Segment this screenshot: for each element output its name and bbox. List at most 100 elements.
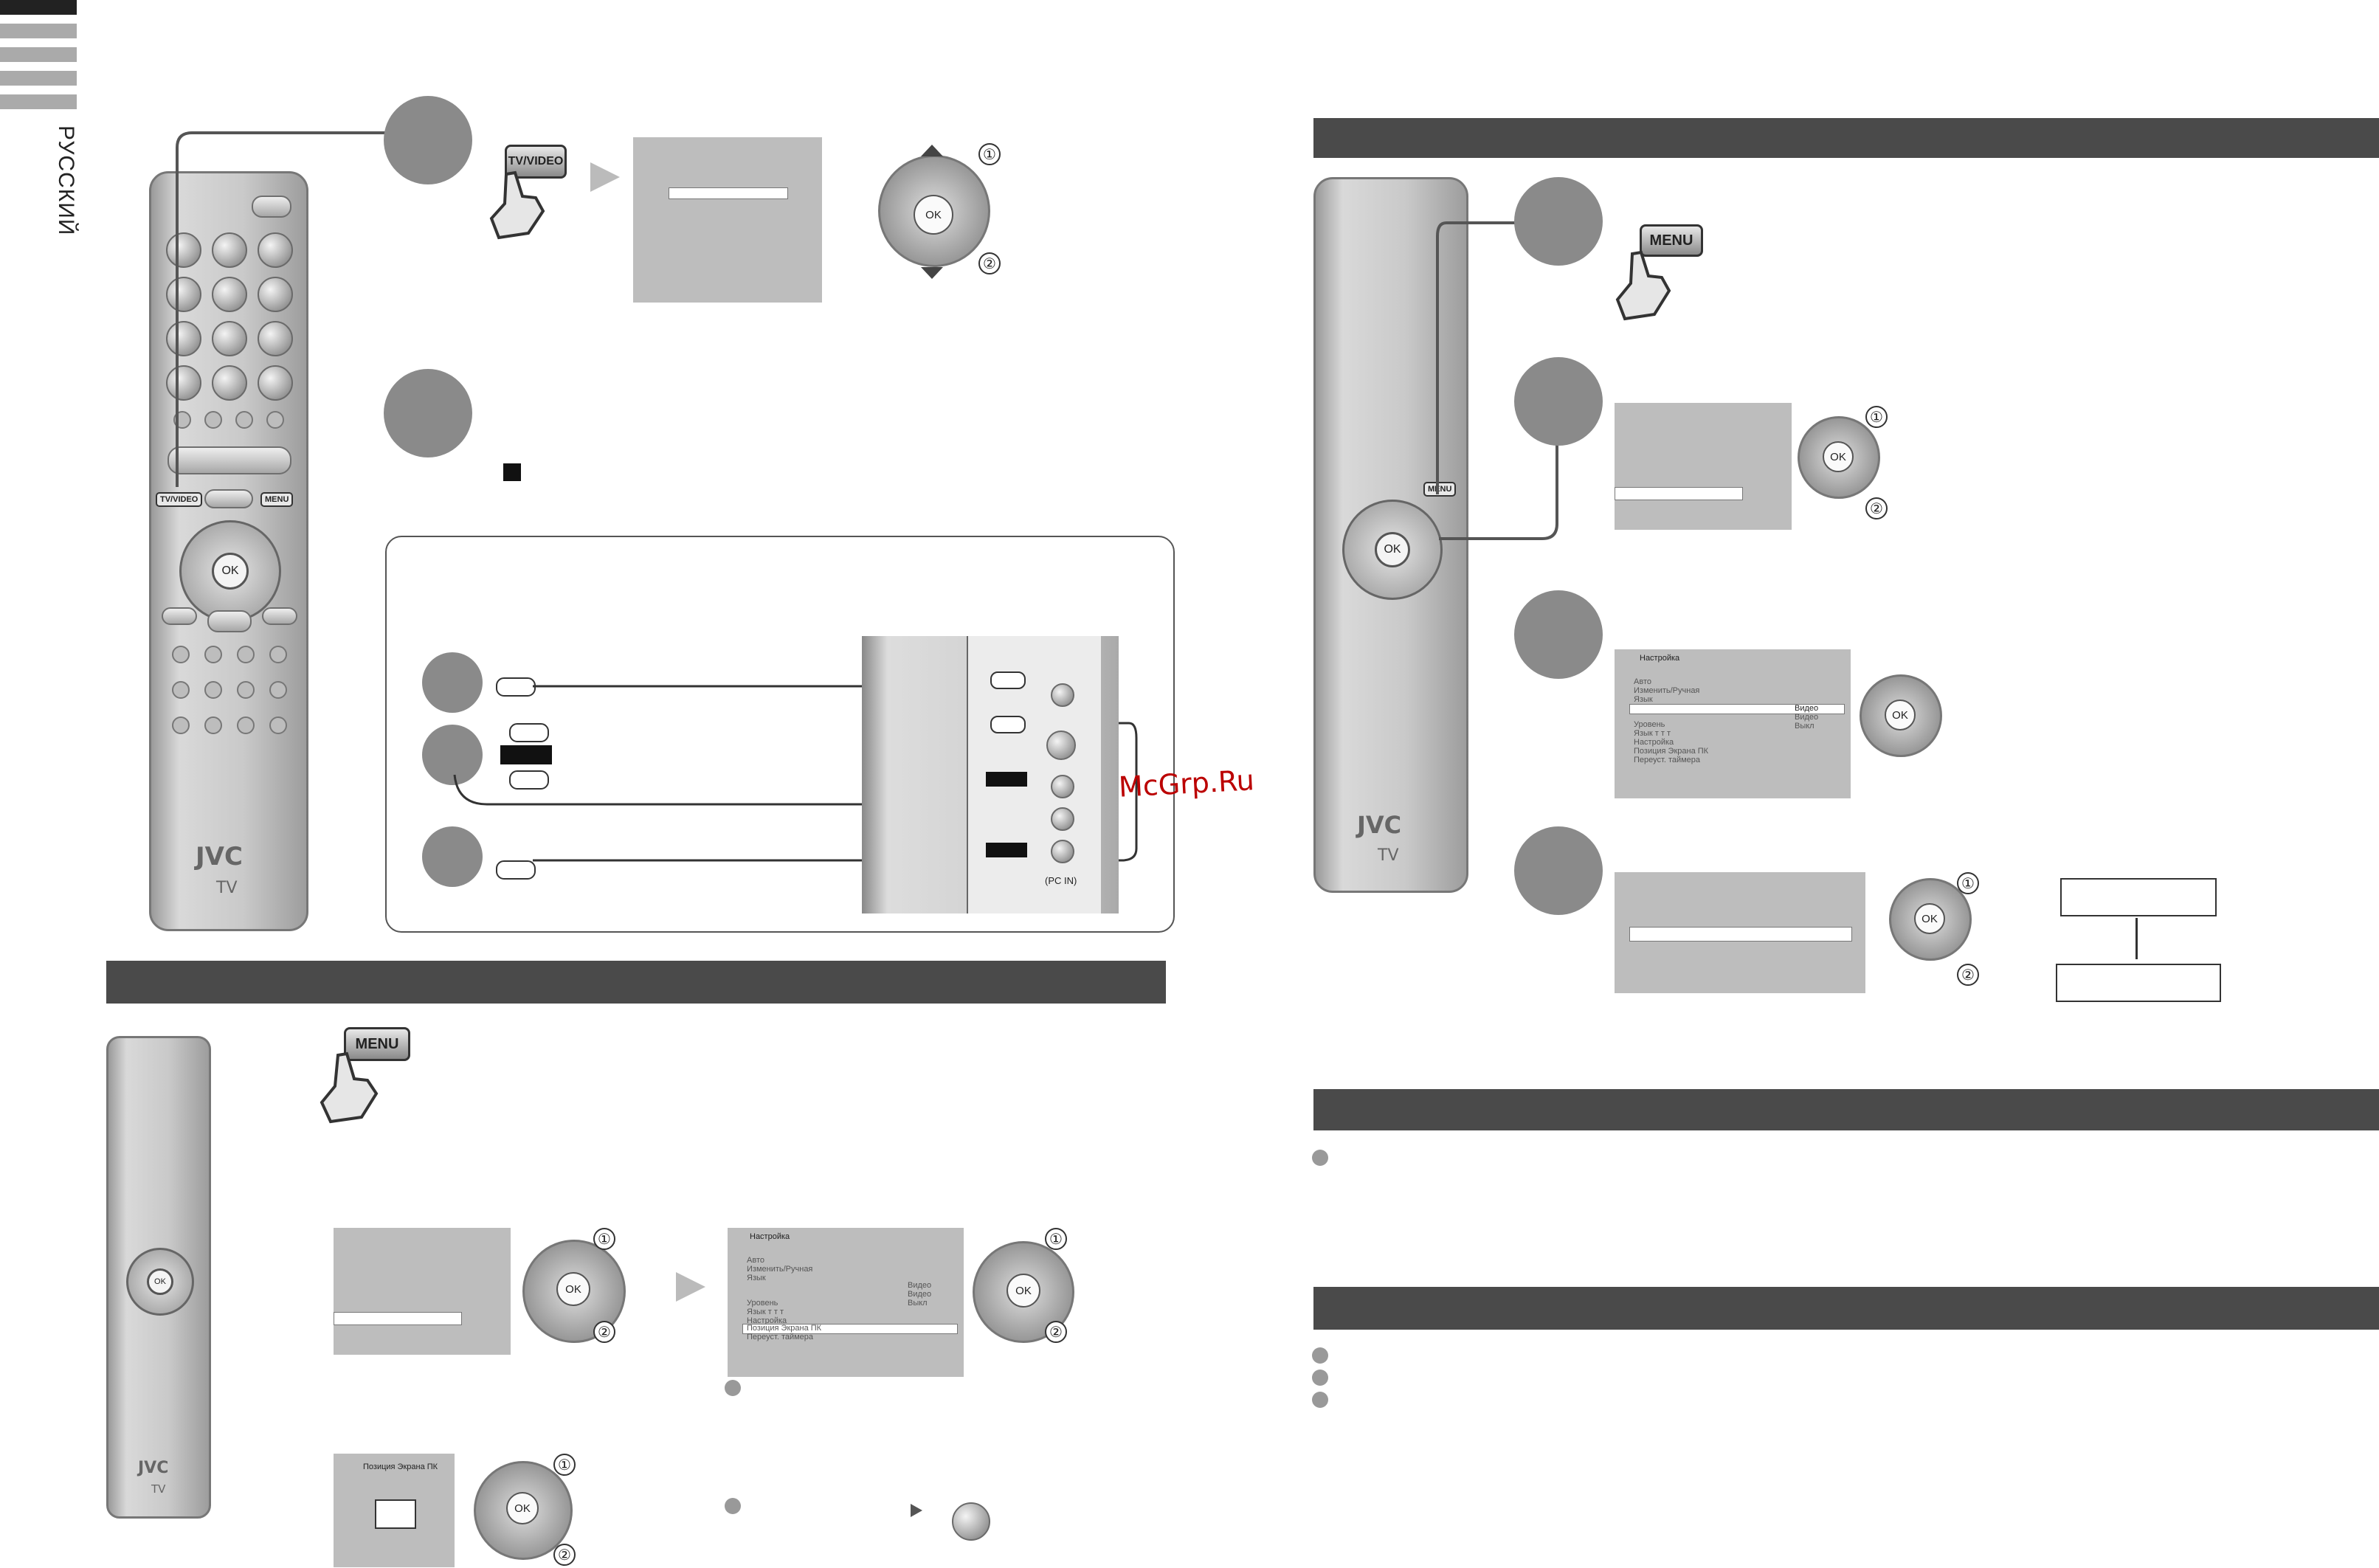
menu-button[interactable]: MENU [1640,224,1703,257]
power-button [252,196,291,218]
step-marker-2: ② [1045,1321,1067,1343]
remote-key [262,607,297,625]
number-button [166,321,201,356]
audio-jack [1051,807,1074,831]
pc-position-title: Позиция Экрана ПК [363,1462,438,1471]
selection-bar [334,1312,462,1325]
language-tab [0,71,77,86]
jack-bar [986,772,1027,787]
menu-item: Уровень [1634,720,1665,729]
number-button [166,232,201,268]
panel-key [509,770,549,790]
hand-icon [320,1051,379,1124]
step-1-circle [384,96,472,184]
menu-item: Настройка [1634,738,1674,747]
selection-bar [1629,704,1845,714]
color-button [204,411,222,429]
small-button [237,681,255,699]
section-header-bar [1313,1089,2379,1130]
step-marker-1: ① [553,1454,576,1476]
selection-bar [742,1324,958,1334]
pc-in-label: (PC IN) [1045,875,1077,886]
ok-button[interactable]: OK [556,1272,590,1306]
menu-remote-label: MENU [260,492,294,507]
number-button [212,277,247,312]
bullet-icon [1312,1370,1328,1386]
jack-key [990,671,1026,689]
menu-screen [1615,403,1792,530]
ok-button[interactable]: OK [506,1492,539,1524]
ok-button[interactable]: OK [1823,441,1854,472]
step-marker-1: ① [978,143,1001,165]
menu-item: Язык т т т [1634,729,1671,738]
round-button-icon [952,1502,990,1541]
menu-value: Видео [908,1290,932,1299]
menu-item: Авто [747,1256,764,1265]
small-button [237,716,255,734]
menu-item: Язык т т т [747,1308,784,1316]
step-1-circle [1514,177,1603,266]
panel-key [509,723,549,742]
step-2-circle [384,369,472,457]
remote-key [162,607,197,625]
number-button [166,365,201,401]
menu-item: Язык [747,1274,766,1282]
menu-button[interactable]: MENU [344,1027,410,1061]
color-button [235,411,253,429]
ok-remote-button: OK [1375,532,1410,567]
small-button [204,646,222,663]
number-button [258,232,293,268]
panel-key [496,860,536,880]
selection-bar [1615,487,1743,500]
step-marker-1: ① [1045,1228,1067,1250]
jack-key [990,716,1026,733]
remote-brand: JVC [196,842,243,871]
language-label: РУССКИЙ [54,125,78,236]
panel-step-2 [422,725,483,785]
arrow-down-icon [921,267,943,279]
panel-step-1 [422,652,483,713]
remote-control-right: OK MENU JVC TV [1313,177,1468,893]
menu-title: Настройка [1640,654,1680,663]
remote-brand: JVC [1357,811,1402,839]
menu-value: Видео [1795,704,1819,713]
step-marker-2: ② [553,1544,576,1566]
small-button [269,716,287,734]
option-screen [1615,872,1865,993]
ok-button[interactable]: OK [1914,903,1945,934]
menu-remote-label: MENU [1423,482,1457,497]
headphone-jack [1051,683,1074,707]
small-button [172,681,190,699]
number-button [166,277,201,312]
menu-item: Изменить/Ручная [747,1265,813,1274]
selection-bar [669,187,788,199]
menu-item: Уровень [747,1299,778,1308]
small-button [269,646,287,663]
section-header-bar [1313,118,2379,158]
arrow-right-icon [911,1504,922,1517]
ok-button[interactable]: OK [914,195,953,235]
remote-model: TV [1378,846,1399,865]
bullet-icon [725,1498,741,1514]
toggle-arrow [2135,918,2138,959]
menu-item: Язык [1634,695,1653,704]
setup-menu-screen: Настройка Авто Изменить/Ручная Язык Уров… [728,1228,964,1377]
number-button [258,321,293,356]
remote-control-small: JVC TV OK [106,1036,211,1519]
language-tab [0,24,77,38]
setup-menu-screen: Настройка Авто Изменить/Ручная Язык Уров… [1615,649,1851,798]
number-button [258,277,293,312]
panel-bar [500,745,552,764]
ok-remote-button: OK [147,1268,173,1295]
menu-title: Настройка [750,1232,790,1241]
bullet-icon [1312,1347,1328,1364]
hand-icon [489,170,545,240]
remote-model: TV [151,1482,166,1496]
small-button [204,681,222,699]
small-button [269,681,287,699]
small-button [172,646,190,663]
language-tab-active [0,0,77,15]
ok-button[interactable]: OK [1885,700,1916,731]
step-2-circle [1514,357,1603,446]
ok-button[interactable]: OK [1006,1274,1040,1308]
